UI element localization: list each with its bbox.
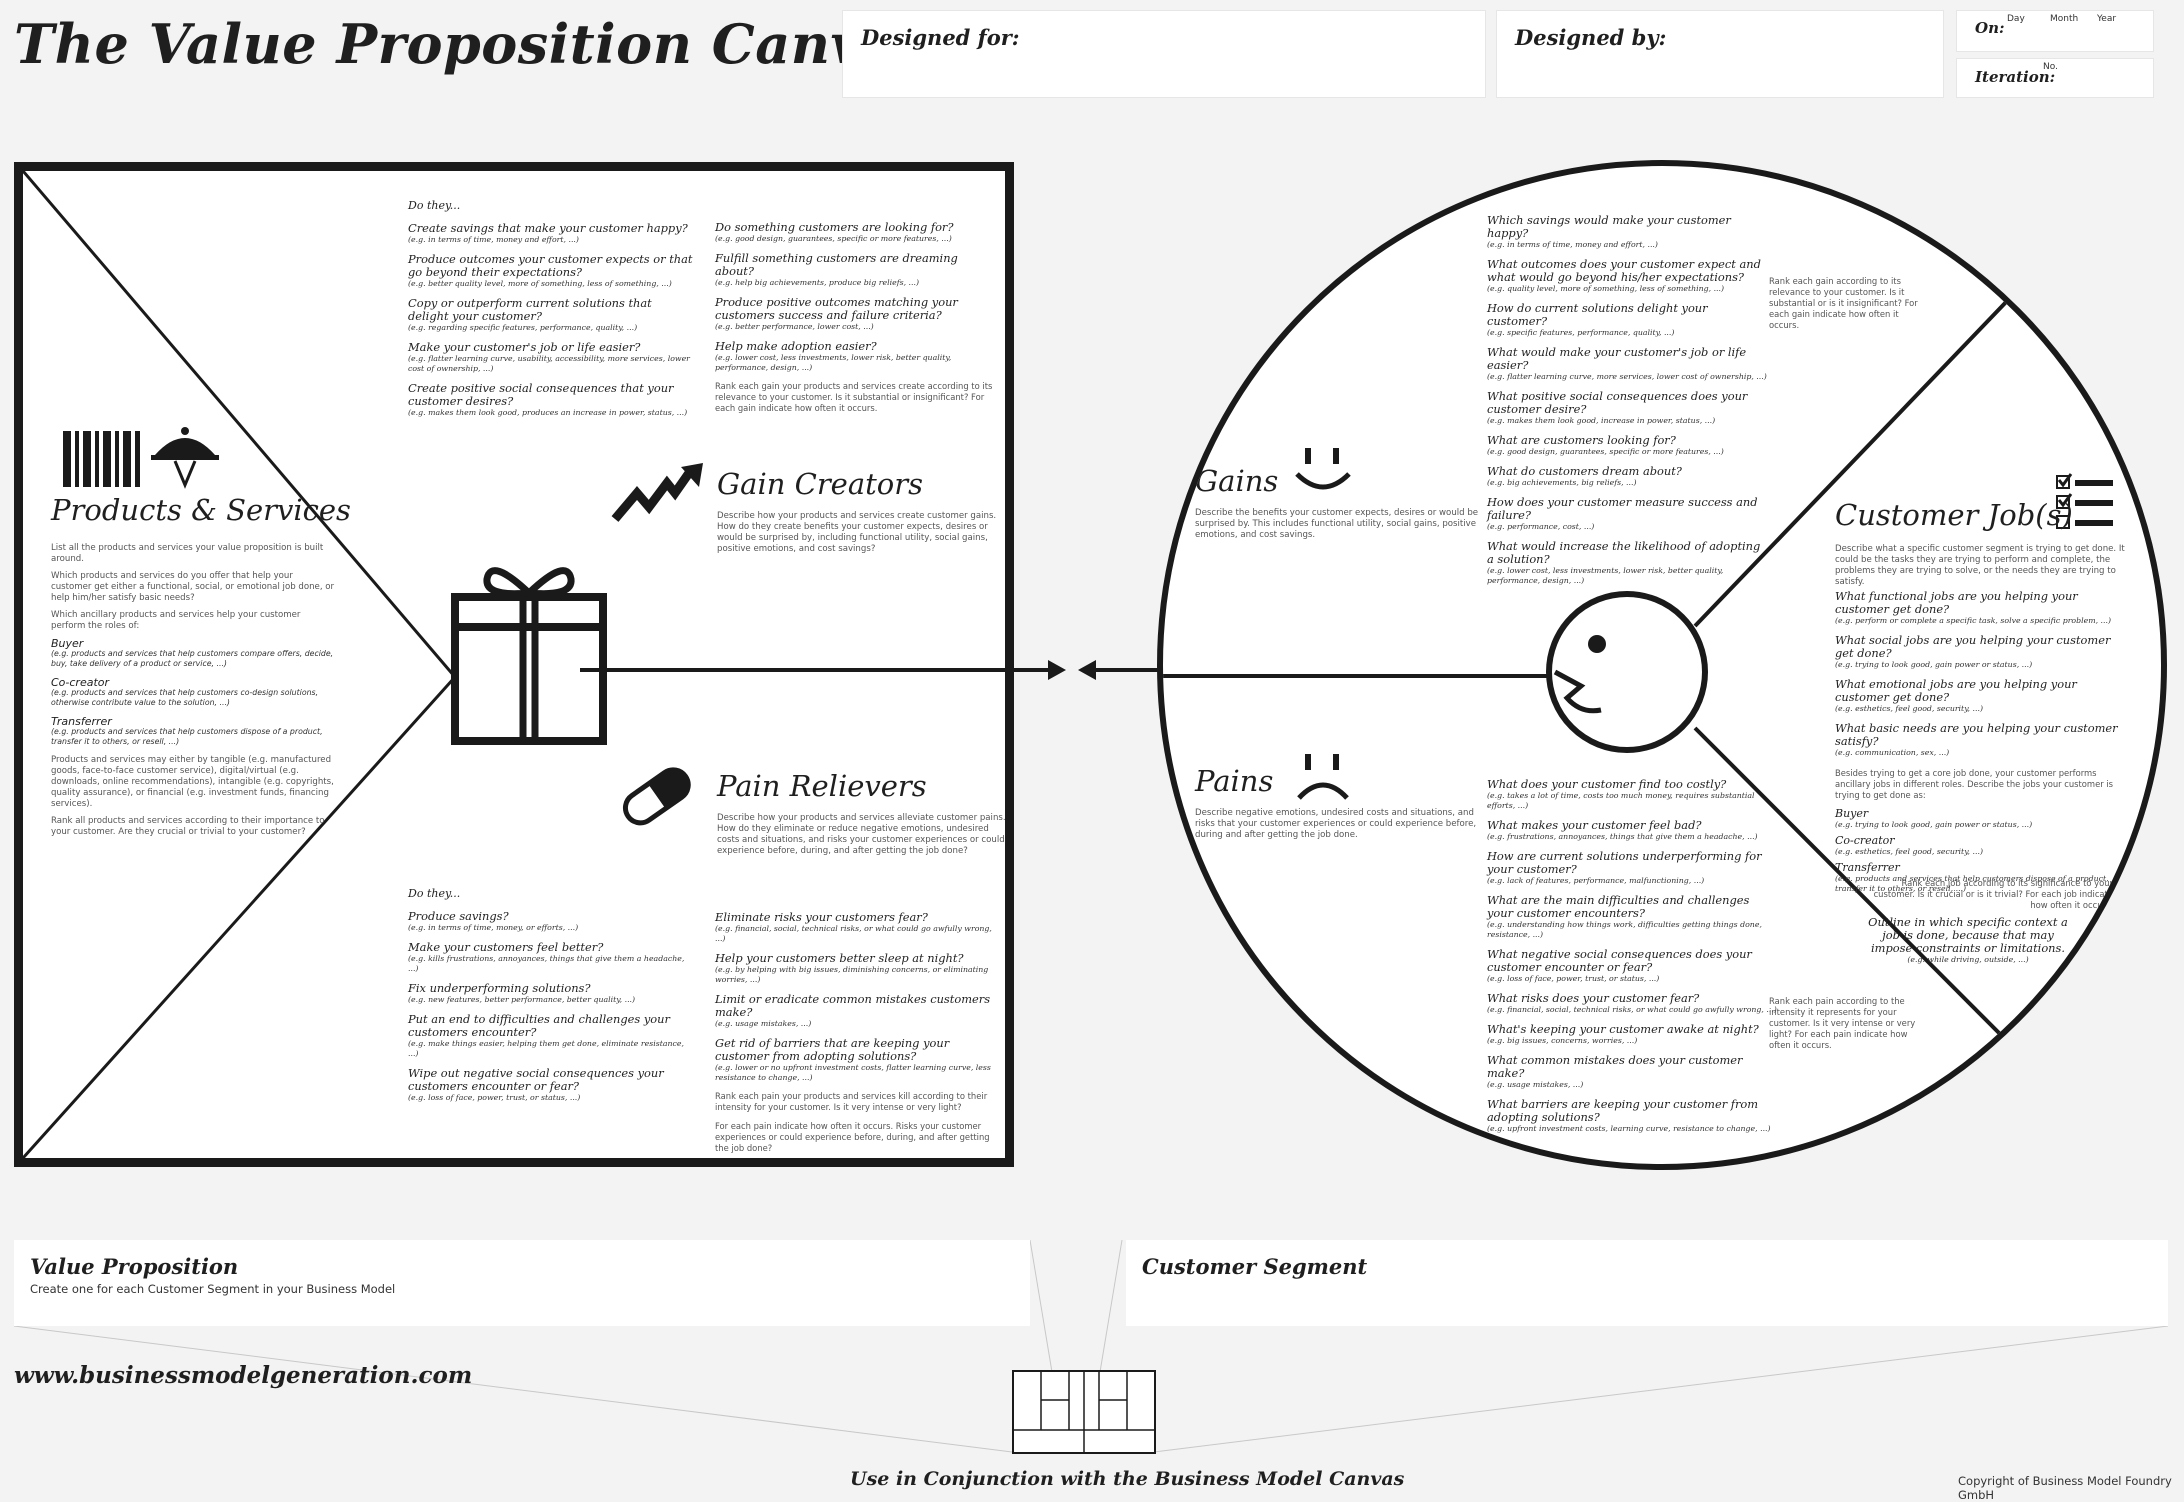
designed-for-label: Designed for:	[861, 25, 1020, 50]
pain-relievers-title: Pain Relievers	[717, 769, 927, 803]
date-label: On:	[1975, 19, 2005, 37]
chart-up-icon	[611, 463, 703, 522]
products-services-title: Products & Services	[51, 493, 351, 527]
iteration-field[interactable]: Iteration: No.	[1956, 58, 2154, 98]
gain-creators-desc: Describe how your products and services …	[717, 511, 997, 554]
frown-icon	[1297, 754, 1349, 800]
date-field[interactable]: On: Day Month Year	[1956, 10, 2154, 52]
smile-icon	[1295, 448, 1351, 490]
pain-relievers-questions-col2: Eliminate risks your customers fear?(e.g…	[715, 910, 992, 1154]
customer-profile-circle: Gains Describe the benefits your custome…	[1157, 160, 2167, 1170]
conjunction-note: Use in Conjunction with the Business Mod…	[850, 1468, 1405, 1490]
customer-jobs-title: Customer Job(s)	[1835, 498, 2073, 532]
products-services-desc: List all the products and services your …	[51, 543, 335, 837]
pains-title: Pains	[1195, 764, 1274, 798]
month-label: Month	[2050, 14, 2079, 24]
gains-rank: Rank each gain according to its relevanc…	[1769, 276, 1918, 330]
gains-questions: Which savings would make your customer h…	[1487, 213, 1767, 586]
value-map-dividers	[23, 171, 457, 1158]
pains-questions: What does your customer find too costly?…	[1487, 777, 1777, 1134]
copyright: Copyright of Business Model Foundry GmbH	[1958, 1474, 2172, 1502]
value-proposition-field[interactable]: Value Proposition Create one for each Cu…	[14, 1240, 1030, 1326]
checklist-icon	[2056, 473, 2113, 529]
gain-creators-questions-col1: Do they... Create savings that make your…	[408, 199, 693, 417]
value-map-square: Products & Services List all the product…	[14, 162, 1014, 1167]
pill-icon	[622, 767, 691, 826]
business-model-canvas-icon	[1012, 1370, 1156, 1454]
iteration-no-label: No.	[2043, 62, 2058, 72]
iteration-label: Iteration:	[1975, 68, 2056, 86]
customer-jobs-desc: Describe what a specific customer segmen…	[1835, 544, 2125, 587]
page-title: The Value Proposition Canvas	[14, 12, 929, 76]
customer-jobs-context: Outline in which specific context a job …	[1868, 915, 2068, 965]
designed-for-field[interactable]: Designed for:	[842, 10, 1486, 98]
customer-segment-label: Customer Segment	[1142, 1254, 1368, 1279]
day-label: Day	[2007, 14, 2025, 24]
year-label: Year	[2097, 14, 2117, 24]
gains-desc: Describe the benefits your customer expe…	[1195, 508, 1479, 540]
pains-rank: Rank each pain according to the intensit…	[1769, 996, 1916, 1050]
gains-title: Gains	[1195, 464, 1279, 498]
designed-by-label: Designed by:	[1515, 25, 1667, 50]
gain-creators-title: Gain Creators	[717, 467, 923, 501]
pains-desc: Describe negative emotions, undesired co…	[1195, 808, 1477, 840]
website-link[interactable]: www.businessmodelgeneration.com	[14, 1362, 473, 1389]
value-proposition-label: Value Proposition	[30, 1254, 239, 1279]
pain-relievers-questions-col1: Do they... Produce savings?(e.g. in term…	[408, 887, 685, 1102]
value-proposition-subtitle: Create one for each Customer Segment in …	[30, 1282, 396, 1296]
barcode-cloche-icon	[63, 427, 219, 489]
designed-by-field[interactable]: Designed by:	[1496, 10, 1944, 98]
customer-jobs-questions: What functional jobs are you helping you…	[1835, 589, 2118, 894]
customer-jobs-rank: Rank each job according to its significa…	[1873, 878, 2113, 910]
gain-creators-questions-col2: Do something customers are looking for?(…	[715, 220, 993, 414]
footer-connector-lines	[13, 1239, 2169, 1453]
customer-profile-dividers	[1163, 298, 2010, 1044]
customer-segment-field[interactable]: Customer Segment	[1126, 1240, 2168, 1326]
pain-relievers-desc: Describe how your products and services …	[717, 813, 1006, 856]
